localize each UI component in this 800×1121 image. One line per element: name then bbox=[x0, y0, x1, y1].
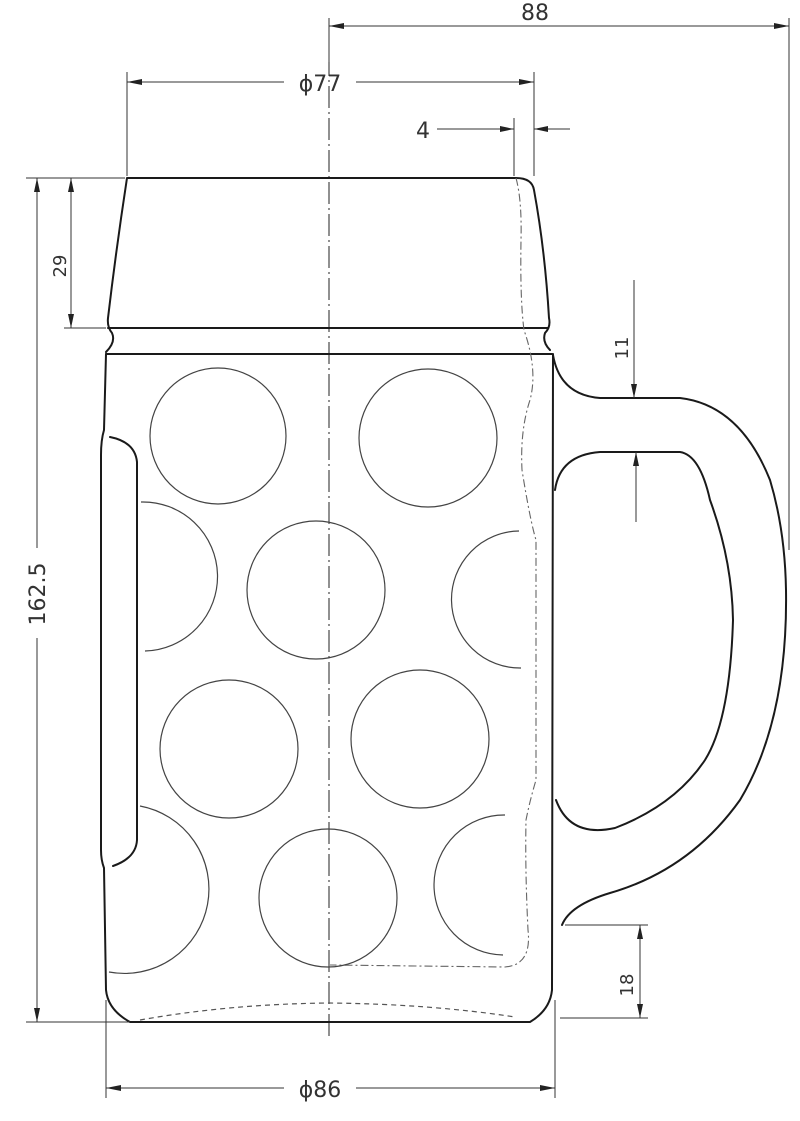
dimple bbox=[358, 368, 498, 508]
mug-body-outline bbox=[100, 353, 554, 1023]
mug-lip-outline bbox=[105, 177, 551, 353]
dim-label-handle-base: 18 bbox=[617, 974, 638, 997]
dimension-total-height: 162.5 bbox=[26, 178, 130, 1023]
dimple-circles bbox=[108, 367, 522, 975]
dimple-partial-right-upper bbox=[450, 530, 522, 669]
thumb-recess bbox=[109, 436, 138, 867]
dim-label-lip-height: 29 bbox=[50, 255, 71, 278]
dimple bbox=[246, 520, 386, 660]
dim-label-top-diameter: ϕ77 bbox=[299, 72, 342, 97]
base-hidden-line bbox=[139, 1002, 516, 1021]
dimple-partial-left-lower bbox=[108, 805, 210, 975]
dimple-partial-left-upper bbox=[140, 501, 219, 652]
dimple bbox=[258, 828, 398, 968]
dim-label-wall-thickness: 4 bbox=[416, 119, 430, 144]
dimension-top-diameter: ϕ77 bbox=[126, 72, 535, 176]
handle-outer bbox=[552, 354, 788, 926]
dim-label-handle-thickness: 11 bbox=[612, 337, 633, 360]
dimension-wall-thickness: 4 bbox=[416, 118, 570, 176]
handle-inner bbox=[554, 451, 734, 832]
dimple bbox=[159, 679, 299, 819]
dimple-partial-right-lower bbox=[433, 814, 506, 956]
inner-wall-hidden-line bbox=[329, 177, 537, 968]
dimension-88: 88 bbox=[328, 1, 790, 550]
dimple bbox=[149, 367, 287, 505]
dim-label-bottom-diameter: ϕ86 bbox=[299, 1078, 342, 1103]
dimension-lip-height: 29 bbox=[26, 177, 125, 329]
dimension-handle-base: 18 bbox=[560, 924, 648, 1019]
dimension-handle-thickness: 11 bbox=[612, 280, 639, 522]
dim-label-handle-extent: 88 bbox=[521, 1, 549, 26]
dimension-bottom-diameter: ϕ86 bbox=[105, 1000, 556, 1103]
dim-label-total-height: 162.5 bbox=[26, 563, 51, 626]
dimple bbox=[350, 669, 490, 809]
